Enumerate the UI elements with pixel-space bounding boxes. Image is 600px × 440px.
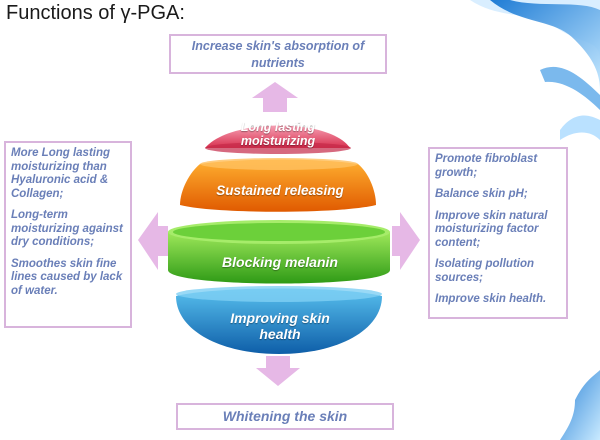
layer-label-sustained: Sustained releasing (216, 183, 344, 198)
layer-sustained-releasing (180, 158, 376, 212)
arrow-down-icon (256, 356, 300, 386)
page-title: Functions of γ-PGA: (6, 2, 185, 24)
left-item: Long-term moisturizing against dry condi… (11, 209, 123, 248)
layer-label-blocking: Blocking melanin (222, 254, 338, 270)
left-benefits-box: More Long lasting moisturizing than Hyal… (4, 141, 132, 328)
right-item: Improve skin health. (435, 293, 547, 305)
left-item: More Long lasting moisturizing than Hyal… (11, 147, 111, 200)
right-item: Isolating pollution sources; (435, 258, 535, 284)
layer-blocking-melanin (168, 220, 390, 284)
arrow-left-icon (138, 212, 168, 270)
top-function-box: Increase skin's absorption of nutrients (169, 34, 387, 74)
water-splash-decoration (470, 0, 600, 440)
layer-improving-skin-health (176, 286, 382, 354)
right-benefits-box: Promote fibroblast growth; Balance skin … (428, 147, 568, 319)
arrow-right-icon (392, 212, 420, 270)
layer-label-improving: Improving skin health (230, 310, 330, 342)
left-item: Smoothes skin fine lines caused by lack … (11, 257, 123, 297)
right-item: Balance skin pH; (435, 188, 528, 200)
bottom-function-box: Whitening the skin (176, 403, 394, 430)
arrow-up-icon (252, 82, 298, 112)
right-item: Promote fibroblast growth; (435, 153, 538, 179)
layer-label-long-lasting: Long lasting moisturizing (240, 120, 316, 148)
layer-long-lasting-moisturizing (205, 125, 351, 154)
right-item: Improve skin natural moisturizing factor… (435, 209, 548, 249)
